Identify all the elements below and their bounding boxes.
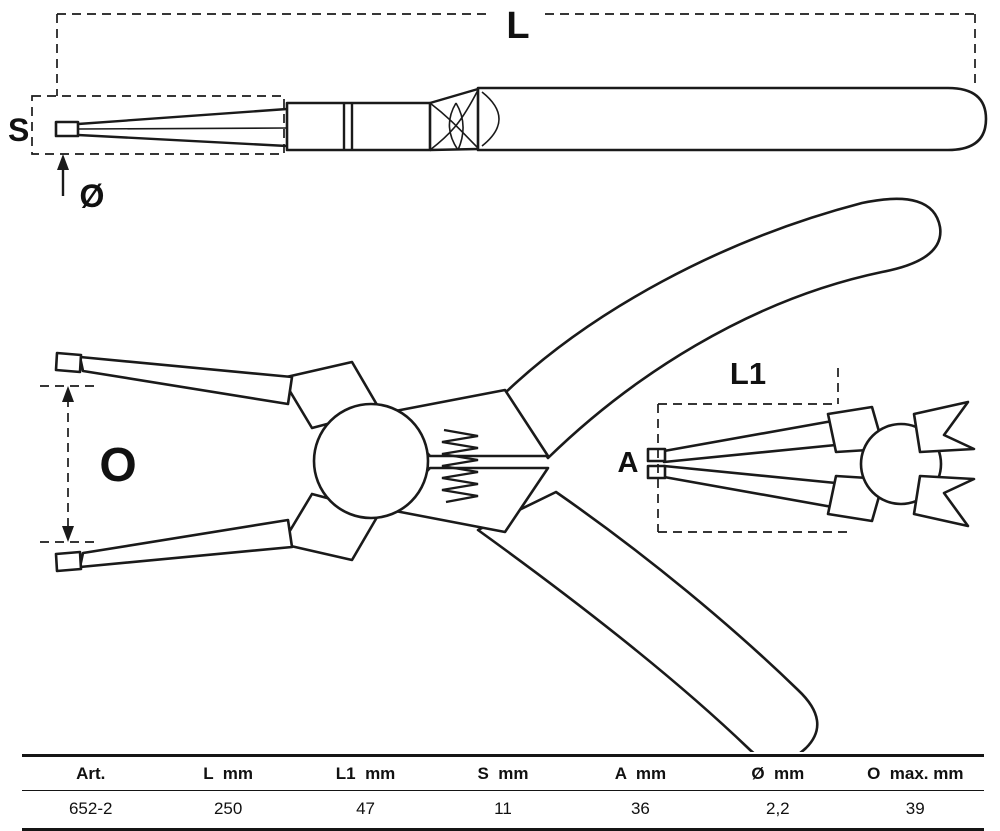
col-header-diameter: Ø mm [709,755,847,791]
dim-label-diameter: Ø [80,178,105,214]
joint-pivot [312,402,430,520]
pliers-tip-detail-view: L1 A [618,356,976,533]
col-header-l: L mm [159,755,297,791]
dim-label-L1: L1 [730,356,766,391]
col-header-art: Art. [22,755,160,791]
upper-jaw-tip [54,351,83,374]
dim-box-S [31,95,285,155]
cell-s: 11 [494,799,512,818]
cell-a: 36 [630,799,650,818]
cell-l: 250 [213,799,243,818]
dim-label-S: S [8,112,29,148]
detail-lower-tip [646,464,667,480]
cell-art: 652-2 [68,799,113,818]
spec-table-header-row: Art. L mm L1 mm S mm A mm Ø mm O max. mm [22,755,984,791]
o-arrow-down-icon [62,526,74,542]
col-header-a: A mm [571,755,710,791]
lower-jaw [78,518,294,569]
side-head [285,101,432,152]
dim-label-L: L [506,5,529,47]
col-header-l1: L1 mm [296,755,435,791]
spec-table-container: Art. L mm L1 mm S mm A mm Ø mm O max. mm… [22,754,984,831]
pliers-main-view: O [40,197,942,752]
upper-handle [503,197,942,460]
side-handle [476,86,988,152]
dim-label-A: A [618,447,639,479]
o-arrow-up-icon [62,386,74,402]
lower-handle [476,490,819,752]
spec-table: Art. L mm L1 mm S mm A mm Ø mm O max. mm… [22,754,984,831]
detail-lower-stub [912,474,976,528]
spec-table-data-row: 652-2 250 47 11 36 2,2 39 [22,791,984,830]
cell-o-max: 39 [905,799,925,818]
pliers-technical-drawing: L S Ø O [8,5,988,752]
detail-upper-stub [912,400,976,454]
upper-jaw [78,355,294,406]
col-header-s: S mm [434,755,572,791]
diameter-arrow-icon [57,154,69,170]
cell-diameter: 2,2 [766,799,790,818]
detail-upper-tip [646,447,667,463]
side-jaw-tip [54,120,80,138]
pliers-side-view: L S Ø [8,5,988,214]
detail-upper-jaw [662,418,848,464]
detail-lower-jaw [662,464,848,510]
col-header-o-max: O max. mm [846,755,984,791]
cell-l1: 47 [356,799,376,818]
spring-coil [441,428,479,504]
lower-jaw-tip [54,550,83,573]
dim-label-O: O [99,439,136,492]
